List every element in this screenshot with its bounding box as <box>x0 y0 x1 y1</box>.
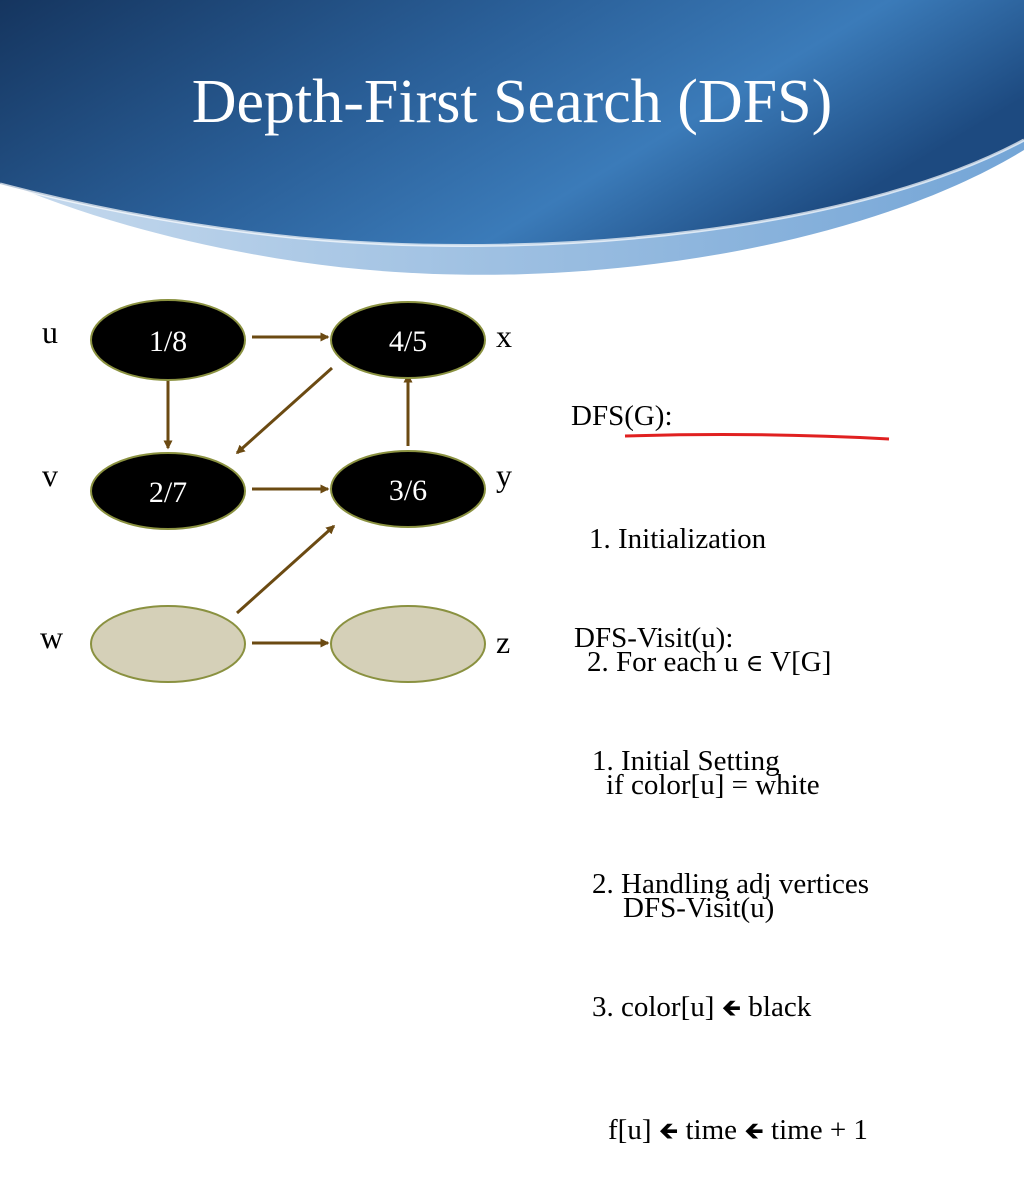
node-x-times: 4/5 <box>389 325 427 358</box>
node-y-times: 3/6 <box>389 474 427 507</box>
node-v-times: 2/7 <box>149 476 187 509</box>
header-background <box>0 0 1024 275</box>
node-w <box>90 605 246 683</box>
underline-mark <box>624 433 890 441</box>
graph-edges <box>163 332 413 648</box>
label-y: y <box>496 457 512 493</box>
edge-w-y <box>235 524 336 615</box>
visit-header: DFS-Visit(u): <box>574 622 734 654</box>
dfs-header: DFS(G): <box>571 400 673 432</box>
header-swoosh-edge <box>0 138 1024 247</box>
slide-title: Depth-First Search (DFS) <box>191 68 833 136</box>
node-z <box>330 605 486 683</box>
edge-x-v <box>235 366 334 455</box>
node-u: 1/8 <box>90 299 246 381</box>
node-u-times: 1/8 <box>149 325 187 358</box>
label-w: w <box>40 619 63 655</box>
visit-step-3: 3. color[u] 🡸 black <box>592 991 812 1023</box>
arrow-left-icon: 🡸 <box>658 1117 679 1145</box>
visit-step-1: 1. Initial Setting <box>592 745 780 777</box>
label-u: u <box>42 314 58 350</box>
label-z: z <box>496 624 510 660</box>
visit-step-2: 2. Handling adj vertices <box>592 868 870 900</box>
node-x: 4/5 <box>330 301 486 379</box>
dfs-visit-pseudocode: DFS-Visit(u): 1. Initial Setting 2. Hand… <box>574 536 869 1192</box>
label-v: v <box>42 457 58 493</box>
dfs-step-2: 2. For each u ∈ V[G] <box>587 646 832 678</box>
dfs-step-1: 1. Initialization <box>589 523 767 555</box>
label-x: x <box>496 318 512 354</box>
element-of-symbol: ∈ <box>745 651 764 677</box>
node-v: 2/7 <box>90 452 246 530</box>
node-y: 3/6 <box>330 450 486 528</box>
arrow-left-icon: 🡸 <box>721 994 742 1022</box>
dfs-graph: 1/8 4/5 2/7 3/6 u x v y w z <box>40 299 890 683</box>
header-swoosh <box>0 0 1024 246</box>
arrow-left-icon: 🡸 <box>744 1117 764 1145</box>
visit-finish: f[u] 🡸 time 🡸 time + 1 <box>608 1114 868 1146</box>
